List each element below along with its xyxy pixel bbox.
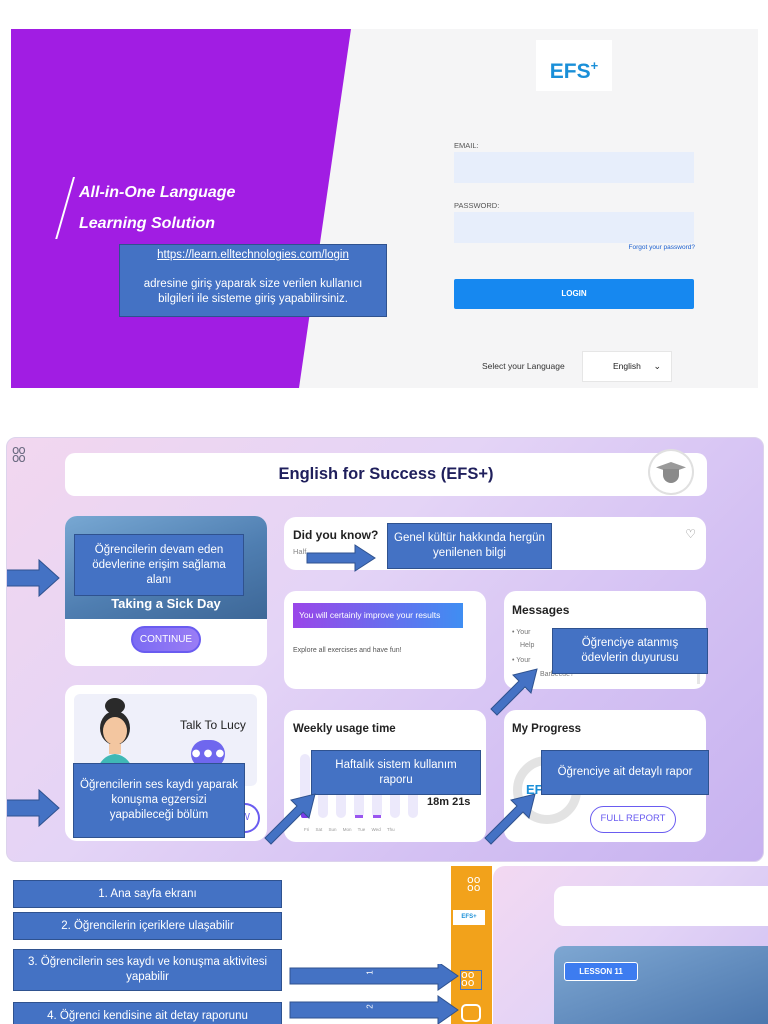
weekly-usage-time: 18m 21s [427, 796, 471, 808]
language-label: Select your Language [482, 361, 565, 371]
callout-lucy: Öğrencilerin ses kaydı yaparak konuşma e… [73, 763, 245, 838]
nav-note-3: 3. Öğrencilerin ses kaydı ve konuşma akt… [13, 949, 282, 991]
nav-note-1: 1. Ana sayfa ekranı [13, 880, 282, 908]
message-item[interactable]: • Your [512, 657, 531, 664]
arrow-1-label: 1 [365, 970, 375, 975]
dashboard-title: English for Success (EFS+) [65, 453, 707, 496]
language-select[interactable]: English ⌄ [582, 351, 672, 382]
chevron-down-icon: ⌄ [653, 361, 661, 371]
login-url-link[interactable]: https://learn.elltechnologies.com/login [157, 249, 349, 261]
weekly-day-labels: Fri Sat Sun Mon Tue Wed Thu [304, 827, 395, 832]
slogan: All-in-One Language Learning Solution [79, 177, 235, 239]
nav-note-2: 2. Öğrencilerin içeriklere ulaşabilir [13, 912, 282, 940]
continue-button[interactable]: CONTINUE [131, 626, 201, 653]
sidebar-efs-logo[interactable]: EFS+ [453, 910, 485, 925]
password-field[interactable] [454, 212, 694, 243]
message-text: Your [516, 657, 531, 664]
app-content-preview: LESSON 11 [493, 866, 768, 1024]
improve-text: Explore all exercises and have fun! [293, 647, 402, 654]
callout-progress: Öğrenciye ait detaylı rapor [541, 750, 709, 795]
full-report-button[interactable]: FULL REPORT [590, 806, 676, 833]
message-text: Help [520, 642, 535, 649]
arrow-right-icon [289, 964, 459, 991]
efs-logo-plus: + [590, 58, 599, 73]
login-callout-text: adresine giriş yaparak size verilen kull… [143, 278, 363, 305]
login-screenshot: All-in-One Language Learning Solution ht… [11, 29, 758, 388]
callout-did-you-know: Genel kültür hakkında hergün yenilenen b… [387, 523, 552, 569]
nav-arrows [289, 964, 459, 1024]
message-text: Your [516, 629, 531, 636]
callout-messages: Öğrenciye atanmış ödevlerin duyurusu [552, 628, 708, 674]
graduation-cap-icon[interactable] [650, 451, 692, 493]
improve-card: You will certainly improve your results … [284, 591, 486, 689]
weekly-usage-title: Weekly usage time [293, 723, 396, 735]
lesson-preview-card[interactable]: LESSON 11 [554, 946, 768, 1024]
heart-icon[interactable]: ♡ [685, 527, 696, 541]
callout-weekly: Haftalık sistem kullanım raporu [311, 750, 481, 795]
content-title-bar [554, 886, 768, 926]
login-hero-panel [11, 29, 351, 388]
email-label: EMAIL: [454, 141, 479, 150]
slogan-line-2: Learning Solution [79, 215, 215, 232]
message-text: Barbecue? [540, 671, 574, 678]
did-you-know-text: Half [293, 547, 307, 556]
progress-ring-label: EF [526, 782, 543, 797]
email-field[interactable] [454, 152, 694, 183]
efs-logo: EFS+ [536, 40, 612, 91]
arrow-right-icon [7, 558, 60, 598]
did-you-know-title: Did you know? [293, 528, 379, 542]
login-callout: https://learn.elltechnologies.com/login … [119, 244, 387, 317]
folder-icon[interactable] [461, 1004, 481, 1022]
lesson-badge: LESSON 11 [564, 962, 638, 981]
message-item[interactable]: • Your [512, 629, 531, 636]
slogan-line-1: All-in-One Language [79, 184, 236, 201]
forgot-password-link[interactable]: Forgot your password? [628, 244, 695, 251]
improve-banner: You will certainly improve your results [293, 603, 463, 628]
messages-title: Messages [512, 603, 570, 617]
password-label: PASSWORD: [454, 201, 500, 210]
my-progress-title: My Progress [512, 723, 582, 735]
lesson-title: Taking a Sick Day [111, 596, 221, 611]
navigation-section: 1. Ana sayfa ekranı 2. Öğrencilerin içer… [0, 864, 768, 1024]
callout-lesson: Öğrencilerin devam eden ödevlerine erişi… [74, 534, 244, 596]
lucy-label: Talk To Lucy [180, 718, 246, 732]
nav-note-4: 4. Öğrenci kendisine ait detay raporunu [13, 1002, 282, 1024]
arrow-2-label: 2 [365, 1004, 375, 1009]
arrow-right-icon [289, 995, 459, 1024]
arrow-right-icon [7, 788, 60, 828]
efs-logo-text: EFS [549, 60, 591, 83]
login-button[interactable]: LOGIN [454, 279, 694, 309]
language-selected-value: English [613, 361, 641, 371]
